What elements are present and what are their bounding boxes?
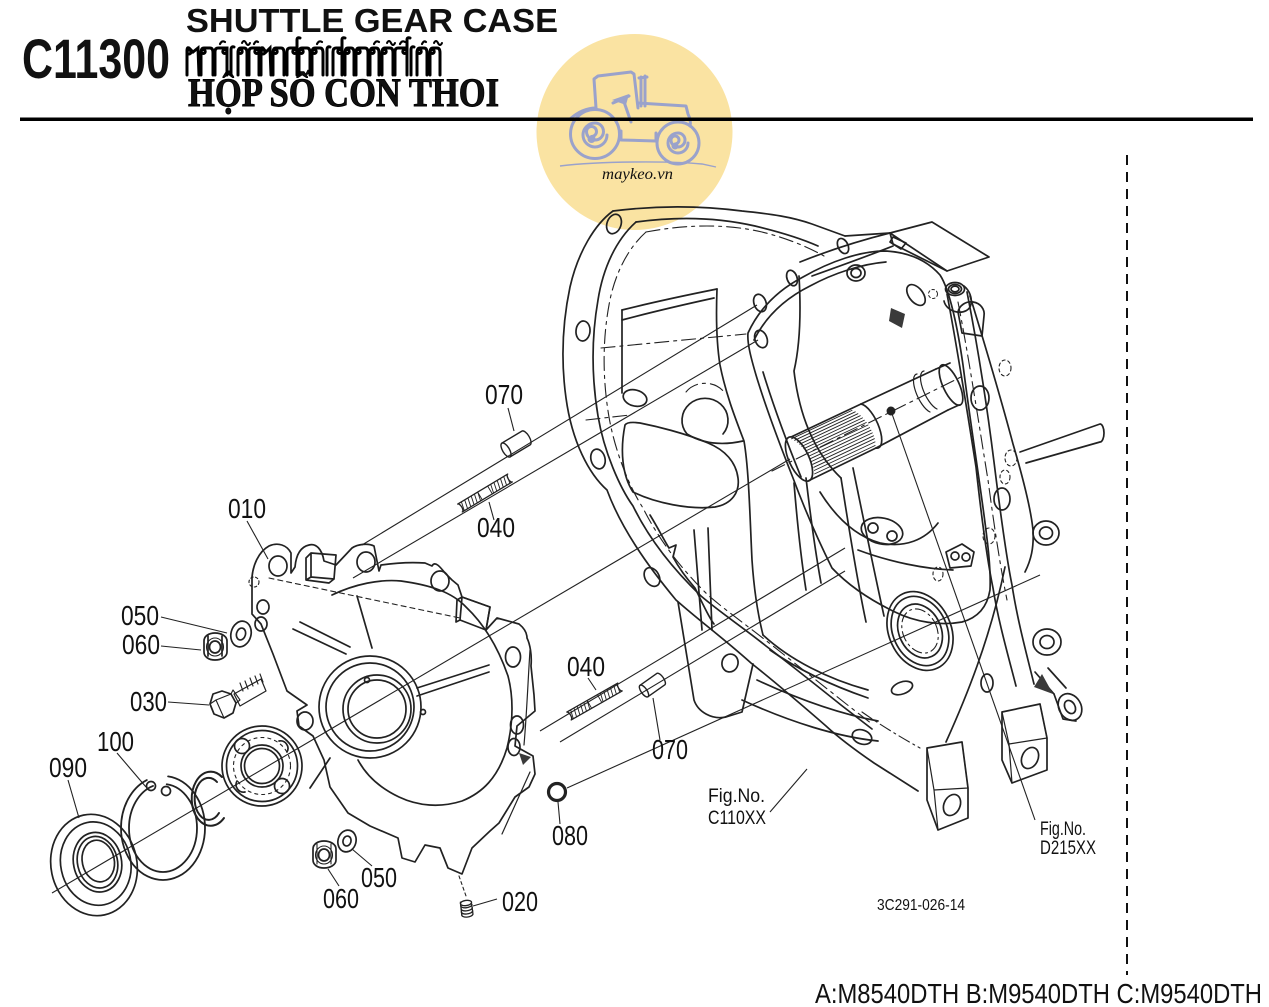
svg-text:040: 040 — [567, 651, 605, 682]
svg-text:SHUTTLE GEAR CASE: SHUTTLE GEAR CASE — [186, 2, 558, 39]
svg-text:020: 020 — [502, 886, 538, 917]
svg-text:080: 080 — [552, 820, 588, 851]
svg-text:C110XX: C110XX — [708, 808, 766, 829]
svg-text:maykeo.vn: maykeo.vn — [602, 166, 673, 183]
svg-text:060: 060 — [323, 883, 359, 914]
svg-text:070: 070 — [485, 379, 523, 410]
svg-text:C11300: C11300 — [22, 27, 170, 90]
svg-text:100: 100 — [97, 726, 134, 757]
svg-text:050: 050 — [121, 600, 159, 631]
svg-text:A:M8540DTH B:M9540DTH C:M9540D: A:M8540DTH B:M9540DTH C:M9540DTH — [815, 978, 1262, 1007]
svg-text:050: 050 — [361, 862, 397, 893]
svg-text:3C291-026-14: 3C291-026-14 — [877, 897, 965, 914]
svg-text:090: 090 — [49, 752, 87, 783]
svg-text:HỘP SỐ CON THOI: HỘP SỐ CON THOI — [188, 69, 499, 115]
svg-text:040: 040 — [477, 512, 515, 543]
svg-text:060: 060 — [122, 629, 160, 660]
svg-text:030: 030 — [130, 686, 167, 717]
svg-text:Fig.No.: Fig.No. — [708, 786, 765, 807]
svg-text:070: 070 — [652, 734, 688, 765]
svg-text:010: 010 — [228, 493, 266, 524]
svg-text:D215XX: D215XX — [1040, 838, 1096, 859]
svg-text:Fig.No.: Fig.No. — [1040, 819, 1086, 840]
